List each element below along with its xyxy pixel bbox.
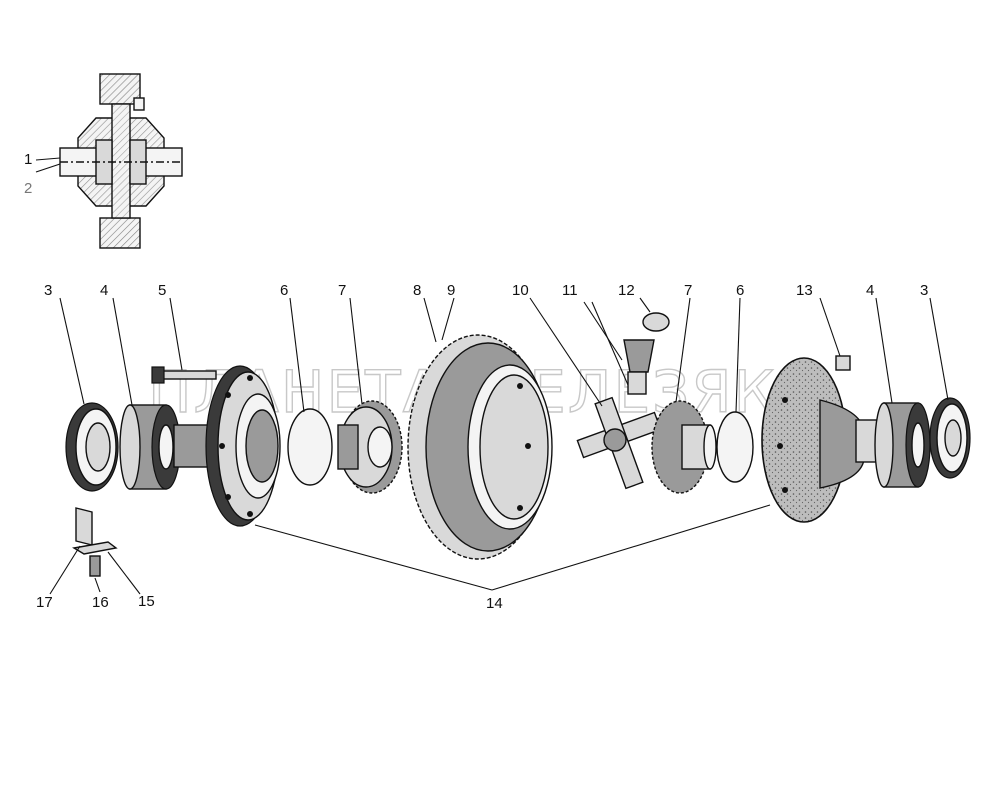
part-4-left-bearing <box>119 404 181 490</box>
part-8-9-ring-gear <box>407 334 553 560</box>
part-4-right-bearing <box>874 402 931 488</box>
callout-12: 12 <box>618 282 635 299</box>
callout-10: 10 <box>512 282 529 299</box>
callout-13: 13 <box>796 282 813 299</box>
callout-2: 2 <box>24 180 32 197</box>
callout-11: 11 <box>562 282 578 299</box>
part-6-right-washer <box>716 411 754 483</box>
callout-4-left: 4 <box>100 282 108 299</box>
callout-7-right: 7 <box>684 282 692 299</box>
part-16-bolt <box>89 555 101 577</box>
part-7-left-side-gear <box>337 400 403 494</box>
part-14-right-case <box>761 357 895 523</box>
callout-14: 14 <box>486 595 503 612</box>
leader-lines <box>49 297 949 595</box>
cross-section-view <box>59 73 183 249</box>
callout-8: 8 <box>413 282 421 299</box>
part-5-bolt <box>151 366 217 384</box>
callout-9: 9 <box>447 282 455 299</box>
part-7-right-side-gear <box>651 400 717 494</box>
part-3-right-nut <box>929 397 971 479</box>
callout-6-left: 6 <box>280 282 288 299</box>
part-6-left-washer <box>287 408 333 486</box>
part-11-pinion-gears <box>623 339 655 395</box>
part-3-left-nut <box>65 402 119 492</box>
part-12-washer <box>642 312 670 332</box>
part-17-bracket <box>75 507 93 546</box>
part-15-lock-plate <box>72 541 118 555</box>
callout-17: 17 <box>36 594 53 611</box>
callout-3-right: 3 <box>920 282 928 299</box>
part-10-spider <box>576 396 662 490</box>
part-14-left-case <box>173 365 281 527</box>
callout-7-left: 7 <box>338 282 346 299</box>
callout-15: 15 <box>138 593 155 610</box>
callout-4-right: 4 <box>866 282 874 299</box>
callout-3-left: 3 <box>44 282 52 299</box>
part-13-fitting <box>835 355 851 371</box>
callout-16: 16 <box>92 594 109 611</box>
callout-6-right: 6 <box>736 282 744 299</box>
callout-1: 1 <box>24 151 32 168</box>
callout-5: 5 <box>158 282 166 299</box>
